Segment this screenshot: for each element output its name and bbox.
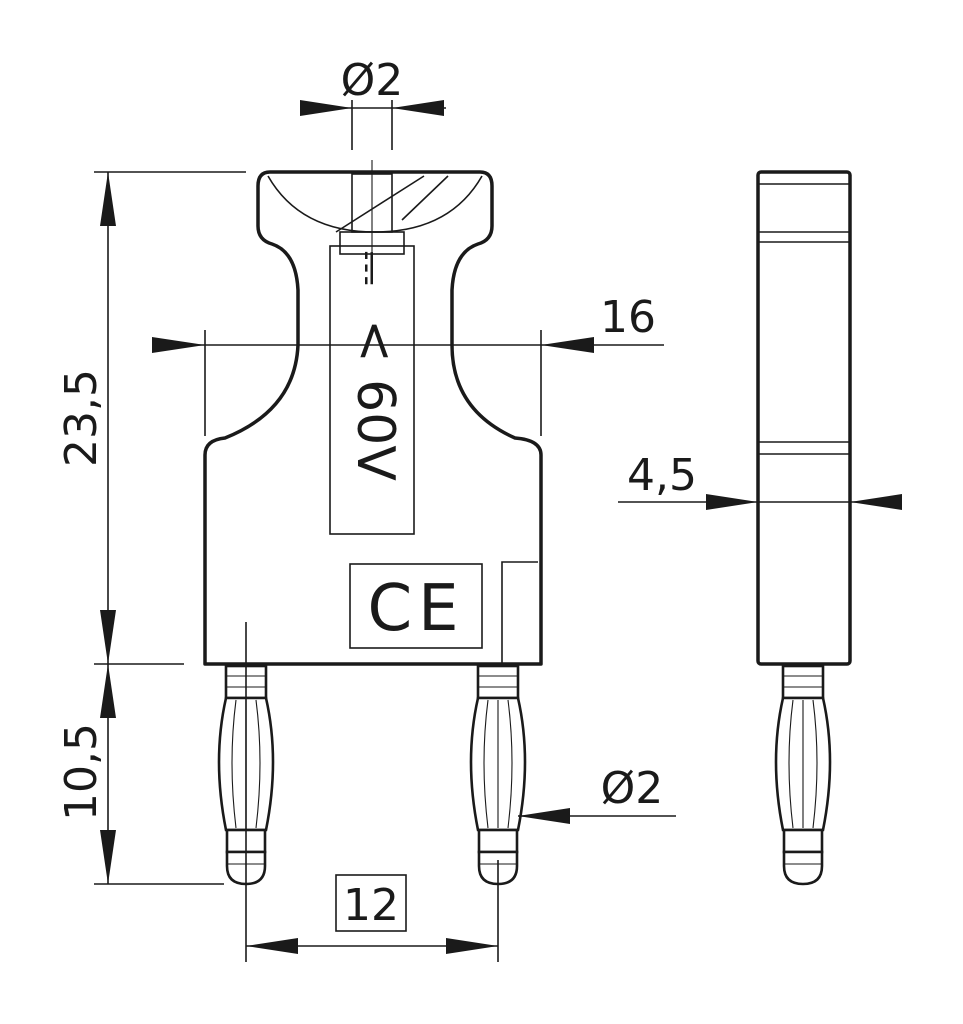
ce-marking: CE [367, 572, 464, 646]
dim-overall-height [94, 171, 246, 665]
dim-overall-width [152, 330, 664, 436]
dim-top-hole [300, 100, 446, 150]
side-pin [774, 664, 832, 886]
dc-symbol: ⎓ [345, 250, 396, 285]
plug-body-front-view [203, 160, 543, 666]
dim-pin-length [94, 664, 224, 885]
dim-side-thickness [618, 494, 902, 510]
dim-side-thickness-label: 4,5 [627, 450, 697, 501]
voltage-marking: < 60V [345, 319, 405, 481]
dim-overall-width-label: 16 [600, 292, 656, 343]
dim-pin-spacing [245, 622, 499, 962]
dim-overall-height-label-group: 23,5 [56, 369, 107, 467]
dim-pin-spacing-label: 12 [343, 880, 399, 931]
dc-symbol-icon: ⎓ [345, 250, 396, 285]
dim-pin-diameter-label: Ø2 [601, 763, 664, 814]
dim-pin-length-label: 10,5 [56, 723, 107, 821]
plug-body-side-view [756, 170, 852, 666]
right-pin [469, 664, 527, 886]
voltage-label: < 60V [345, 319, 405, 481]
dim-top-hole-label: Ø2 [341, 55, 404, 106]
dim-pin-length-label-group: 10,5 [56, 723, 107, 821]
dim-overall-height-label: 23,5 [56, 369, 107, 467]
dim-pin-diameter [518, 808, 676, 824]
